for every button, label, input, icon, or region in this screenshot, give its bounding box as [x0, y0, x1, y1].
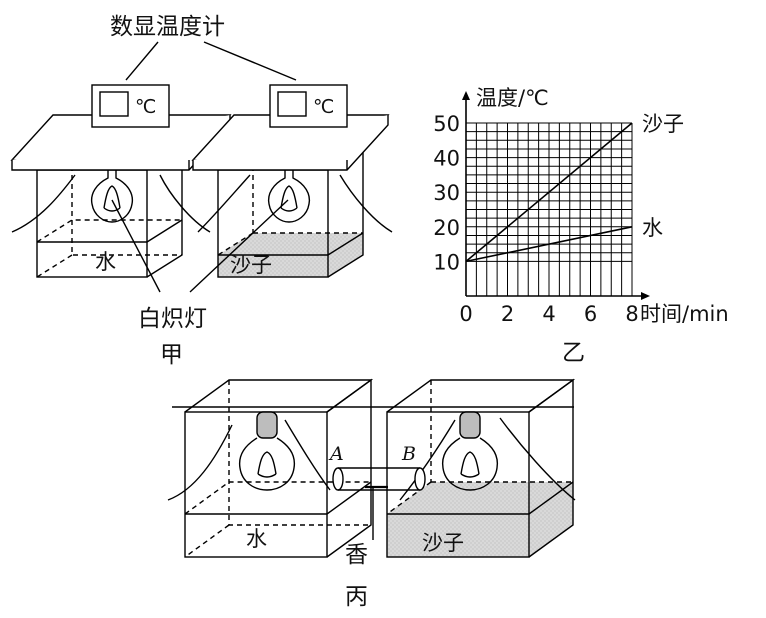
chart-grid	[465, 122, 633, 296]
wire-left-b	[159, 174, 211, 233]
panel-label-bing: 丙	[345, 584, 368, 610]
bulb-pointer-right	[189, 199, 289, 293]
series-label: 水	[642, 216, 663, 240]
bing-sand-surface	[387, 481, 574, 515]
series-label: 沙子	[642, 112, 684, 136]
incense-label: 香	[345, 542, 368, 568]
chart-yi: 沙子水 10 20 30 40 50 0 2 4 6 8 温度/℃ 时间/min 乙	[433, 86, 728, 366]
x-tick-label: 2	[501, 302, 514, 326]
panel-label-yi: 乙	[562, 340, 585, 366]
y-tick-label: 10	[433, 250, 460, 274]
chart-y-axis-label: 温度/℃	[476, 86, 549, 110]
y-tick-label: 40	[433, 147, 460, 171]
x-axis-arrow	[641, 292, 650, 300]
sand-label: 沙子	[230, 253, 272, 277]
point-b-label: B	[401, 443, 416, 465]
bing-sand-box-side	[528, 378, 574, 558]
panel-label-jia: 甲	[160, 342, 183, 368]
bing-wire-right-b	[499, 417, 576, 501]
x-tick-label: 4	[542, 302, 555, 326]
bing-water-surface	[185, 481, 372, 515]
x-tick-label: 0	[459, 302, 472, 326]
sand-surface	[218, 232, 364, 256]
point-a-label: A	[328, 443, 344, 465]
bing-sand-label: 沙子	[422, 531, 464, 555]
water-box-front	[36, 169, 148, 278]
bulb-right-icon	[267, 170, 311, 223]
water-surface	[37, 219, 183, 243]
bing-wire-left-a	[167, 424, 233, 501]
water-label: 水	[95, 250, 116, 274]
thermometer-right-screen	[277, 91, 307, 117]
water-setup: ℃ 水	[10, 84, 232, 278]
bing-wire-left-b	[284, 419, 331, 491]
bing-sand-box-front	[386, 411, 530, 558]
figure-jia: 数显温度计 ℃	[10, 14, 393, 368]
x-tick-label: 6	[584, 302, 597, 326]
y-axis-arrow	[462, 91, 470, 100]
wire-right-a	[197, 174, 251, 233]
thermometer-right-unit: ℃	[313, 96, 334, 118]
bulb-left-icon	[90, 170, 134, 223]
bing-water-box-side	[326, 378, 372, 558]
x-tick-label: 8	[625, 302, 638, 326]
y-tick-label: 20	[433, 216, 460, 240]
bing-sand-box: 沙子	[386, 378, 576, 558]
y-tick-label: 30	[433, 181, 460, 205]
thermometer-left-unit: ℃	[135, 96, 156, 118]
bulb-caption: 白炽灯	[138, 306, 207, 332]
bing-water-box-front	[184, 411, 328, 558]
wire-left-a	[11, 174, 76, 233]
connecting-tube	[332, 467, 426, 540]
sand-setup: ℃ 沙子	[191, 84, 393, 278]
bing-water-label: 水	[246, 527, 267, 551]
pointer-line-left	[125, 41, 159, 81]
pointer-line-right	[203, 41, 297, 81]
chart-ticks: 10 20 30 40 50 0 2 4 6 8	[433, 112, 638, 326]
chart-axes	[462, 91, 650, 300]
wire-right-b	[339, 174, 393, 233]
figure-bing: 水 沙子	[167, 378, 576, 610]
thermometer-caption: 数显温度计	[110, 14, 225, 40]
y-tick-label: 50	[433, 112, 460, 136]
bing-bulb-left-icon	[238, 411, 296, 491]
series-line	[465, 122, 633, 263]
thermometer-left-screen	[99, 91, 129, 117]
bing-bulb-right-icon	[441, 411, 499, 491]
bing-wire-right-a	[399, 419, 456, 501]
series-line	[465, 226, 633, 263]
bulb-pointer-left	[111, 199, 161, 293]
chart-x-axis-label: 时间/min	[640, 302, 729, 326]
chart-series: 沙子水	[465, 112, 684, 263]
bing-water-box: 水	[167, 378, 374, 558]
